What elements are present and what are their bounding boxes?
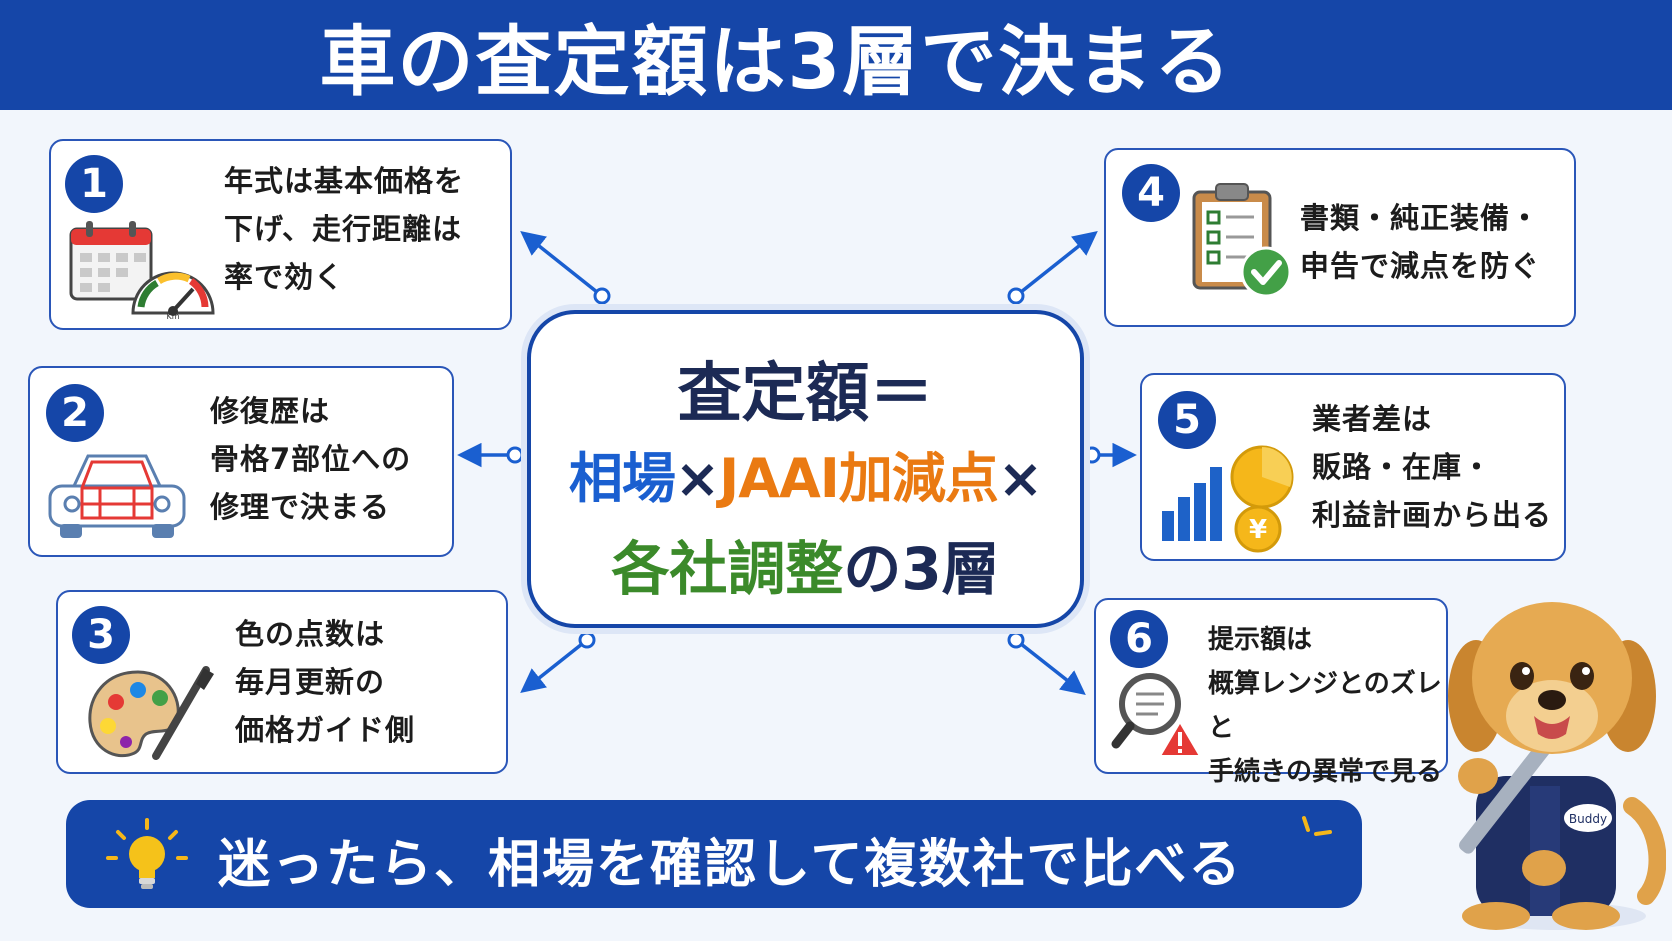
card-2-text: 修復歴は 骨格7部位への 修理で決まる (210, 394, 412, 524)
card-6: 6 提示額は 概算レンジとのズレと 手続きの異常で見る (1094, 598, 1448, 787)
card-1: 1 Km 年式は基本価格を 下げ、走行距離は 率で効く (49, 139, 512, 330)
card-number-badge: 3 (72, 606, 130, 664)
footer-banner: 迷ったら、相場を確認して複数社で比べる (66, 800, 1362, 908)
card-2: 2 修復歴は 骨格7部位への 修理で決まる (28, 366, 454, 557)
page-title: 車の査定額は3層で決まる (319, 17, 1233, 106)
formula-term: × (997, 447, 1043, 510)
card-1-text: 年式は基本価格を 下げ、走行距離は 率で効く (224, 164, 465, 294)
card-4: 4 書類・純正装備・ 申告で減点を防ぐ (1104, 148, 1576, 327)
arrow-to-card-6 (1014, 638, 1086, 696)
formula-line-1: 査定額＝ (677, 357, 934, 431)
paint-palette-icon (88, 666, 214, 760)
arrow-to-card-3 (520, 638, 589, 694)
card-number-badge: 5 (1158, 391, 1216, 449)
card-5-text: 業者差は 販路・在庫・ 利益計画から出る (1312, 402, 1553, 532)
svg-text:¥: ¥ (1249, 515, 1267, 545)
card-3-text: 色の点数は 毎月更新の 価格ガイド側 (235, 617, 416, 747)
lightbulb-icon (106, 818, 188, 889)
sparkle-accent-icon (1302, 816, 1332, 836)
mascot-badge-text: Buddy (1569, 812, 1607, 826)
header-bar: 車の査定額は3層で決まる (0, 0, 1672, 110)
car-frame-icon (48, 454, 186, 538)
formula-box: 査定額＝ 相場×JAAI加減点× 各社調整の3層 (527, 310, 1084, 628)
formula-term: の3層 (843, 535, 1000, 603)
dog-mascot-illustration: Buddy (1448, 602, 1666, 930)
card-4-text: 書類・純正装備・ 申告で減点を防ぐ (1300, 201, 1541, 283)
formula-term: 各社調整 (611, 535, 844, 603)
formula-term: 相場 (568, 447, 676, 510)
card-number-badge: 4 (1122, 164, 1180, 222)
card-number-badge: 2 (46, 384, 104, 442)
card-6-text: 提示額は 概算レンジとのズレと 手続きの異常で見る (1208, 625, 1443, 787)
magnifier-warning-icon (1111, 673, 1202, 757)
chart-coins-icon: ¥ (1162, 445, 1294, 553)
card-number-badge: 6 (1110, 610, 1168, 668)
formula-line-3: 各社調整の3層 (531, 522, 1080, 606)
speedometer-label: Km (166, 312, 179, 319)
formula-line-2: 相場×JAAI加減点× (531, 434, 1080, 513)
card-number-badge: 1 (65, 155, 123, 213)
arrow-to-card-1 (520, 230, 604, 298)
formula-term: JAAI加減点 (719, 447, 999, 510)
arrow-to-card-4 (1014, 230, 1098, 298)
calendar-speedometer-icon: Km (69, 221, 215, 319)
clipboard-check-icon (1192, 183, 1292, 298)
footer-message: 迷ったら、相場を確認して複数社で比べる (218, 835, 1243, 895)
card-3: 3 色の点数は 毎月更新の 価格ガイド側 (56, 590, 508, 774)
card-5: 5 ¥ 業者差は 販路・在庫・ 利益計画から出る (1140, 373, 1566, 561)
formula-term: × (674, 447, 720, 510)
